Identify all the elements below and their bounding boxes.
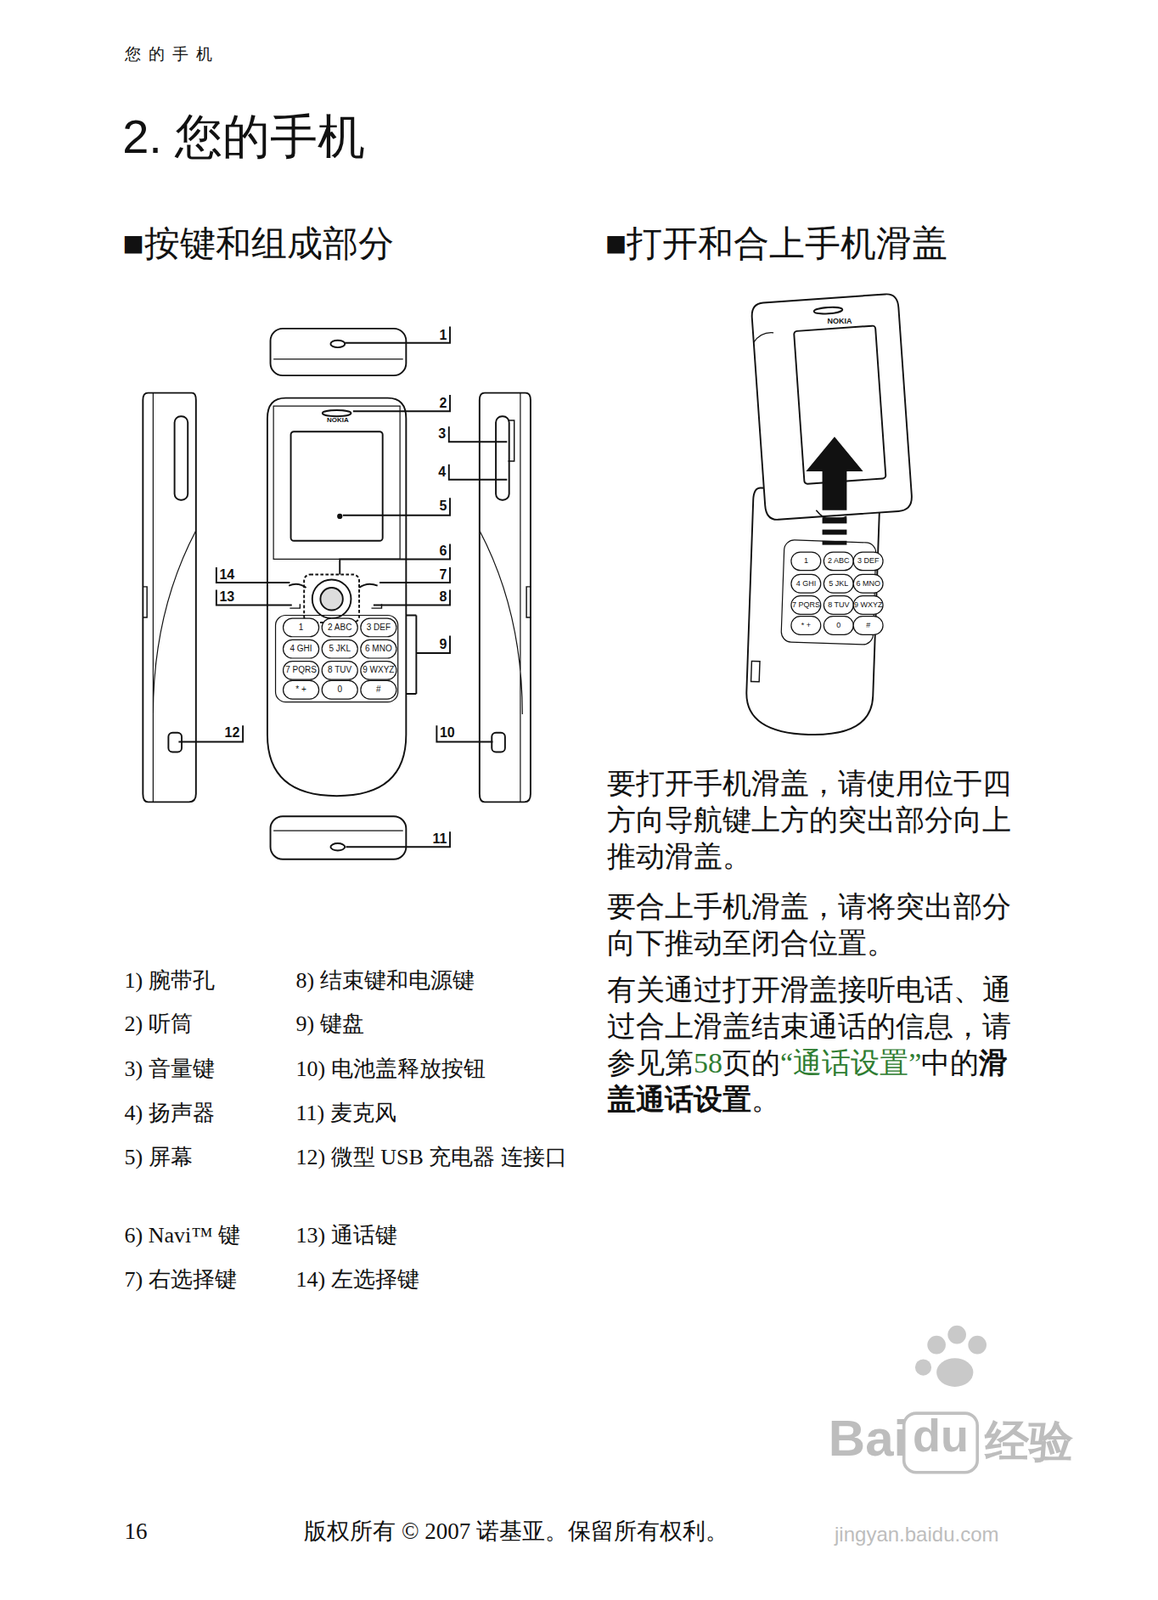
watermark: jingyan.baidu.com [834, 1522, 999, 1547]
key-label: 3 DEF [366, 622, 391, 633]
key-outline [360, 661, 397, 681]
page-title: 2. 您的手机 [122, 107, 366, 165]
key-outline [791, 616, 821, 636]
callout-number: 3 [438, 425, 446, 442]
key-label: 0 [337, 684, 343, 695]
callout-number: 1 [438, 326, 447, 343]
callout-number: 7 [438, 566, 447, 583]
key-label: 8 TUV [827, 600, 849, 610]
key-outline [360, 618, 397, 637]
part-name: 4) 扬声器 [124, 1096, 215, 1130]
key-outline [791, 551, 821, 571]
key-outline [321, 639, 358, 658]
callout-number: 11 [432, 830, 447, 847]
body-paragraph: 要合上手机滑盖，请将突出部分向下推动至闭合位置。 [607, 888, 1032, 962]
section-heading: ■按键和组成部分 [122, 222, 394, 265]
brand-logo: NOKIA [827, 316, 853, 327]
key-outline [321, 618, 358, 637]
cross-reference: 58 [693, 1046, 723, 1079]
key-label: 1 [298, 622, 304, 633]
key-label: 9 WXYZ [854, 600, 883, 610]
part-name: 11) 麦克风 [296, 1096, 397, 1130]
callout-number: 13 [219, 588, 235, 605]
part-name: 8) 结束键和电源键 [296, 964, 475, 997]
part-name: 9) 键盘 [296, 1007, 365, 1040]
watermark: du [912, 1407, 969, 1463]
part-name: 2) 听筒 [124, 1007, 193, 1040]
paragraph-text: 页的 [722, 1046, 781, 1079]
key-outline [283, 680, 320, 699]
key-outline [853, 573, 883, 593]
callout-number: 14 [219, 566, 235, 583]
key-label: 7 PQRS [285, 664, 317, 675]
key-label: 6 MNO [365, 643, 393, 654]
key-outline [853, 595, 883, 615]
key-outline [853, 616, 883, 636]
key-label: 5 JKL [328, 643, 351, 654]
part-name: 7) 右选择键 [124, 1263, 237, 1296]
part-name: 6) Navi™ 键 [124, 1219, 242, 1252]
key-label: # [376, 684, 382, 695]
page-number: 16 [124, 1517, 148, 1545]
cross-reference: “通话设置” [780, 1046, 922, 1079]
callout-number: 2 [438, 394, 447, 411]
key-label: 9 WXYZ [362, 664, 394, 675]
watermark: 经验 [984, 1414, 1074, 1468]
callout-number: 12 [224, 724, 241, 741]
key-outline [823, 595, 854, 615]
running-header: 您 的 手 机 [124, 44, 215, 65]
body-paragraph: 有关通过打开滑盖接听电话、通过合上滑盖结束通话的信息，请参见第58页的“通话设置… [607, 971, 1032, 1118]
key-label: 2 ABC [827, 556, 850, 566]
key-label: 8 TUV [327, 664, 352, 675]
copyright-notice: 版权所有 © 2007 诺基亚。保留所有权利。 [303, 1517, 729, 1545]
key-outline [321, 661, 358, 681]
callout-number: 6 [438, 542, 447, 559]
part-name: 14) 左选择键 [296, 1263, 420, 1296]
part-name: 3) 音量键 [124, 1052, 215, 1085]
key-label: 1 [803, 556, 809, 566]
key-label: # [865, 620, 871, 630]
key-outline [283, 618, 320, 637]
callout-number: 10 [439, 724, 456, 741]
key-outline [823, 573, 854, 593]
key-outline [283, 639, 320, 658]
key-label: 5 JKL [828, 579, 849, 589]
key-outline [823, 616, 854, 636]
callout-number: 5 [438, 497, 447, 514]
key-label: * + [295, 684, 307, 695]
part-name: 10) 电池盖释放按钮 [296, 1052, 486, 1085]
key-label: 4 GHI [289, 643, 312, 654]
part-name: 12) 微型 USB 充电器 连接口 [296, 1141, 577, 1174]
callout-number: 8 [438, 588, 447, 605]
body-paragraph: 要打开手机滑盖，请使用位于四方向导航键上方的突出部分向上推动滑盖。 [607, 764, 1032, 875]
part-name: 13) 通话键 [296, 1219, 398, 1252]
key-label: 3 DEF [857, 556, 880, 566]
key-outline [853, 551, 883, 571]
key-outline [321, 680, 358, 699]
key-outline [283, 661, 320, 681]
key-outline [823, 551, 854, 571]
key-label: 2 ABC [327, 622, 352, 633]
key-label: 4 GHI [796, 579, 817, 589]
key-outline [791, 573, 821, 593]
watermark: Bai [828, 1407, 908, 1469]
key-label: 6 MNO [855, 579, 881, 589]
key-label: 7 PQRS [792, 600, 821, 610]
section-heading: ■打开和合上手机滑盖 [605, 222, 948, 265]
callout-number: 4 [438, 463, 446, 480]
part-name: 5) 屏幕 [124, 1141, 193, 1174]
key-outline [360, 639, 397, 658]
key-outline [360, 680, 397, 699]
key-label: * + [801, 620, 811, 630]
brand-logo: NOKIA [326, 415, 349, 425]
key-label: 0 [836, 620, 841, 630]
paragraph-text: 。 [751, 1083, 781, 1115]
part-name: 1) 腕带孔 [124, 964, 215, 997]
paragraph-text: 中的 [921, 1046, 979, 1079]
callout-number: 9 [438, 635, 447, 653]
key-outline [791, 595, 821, 615]
